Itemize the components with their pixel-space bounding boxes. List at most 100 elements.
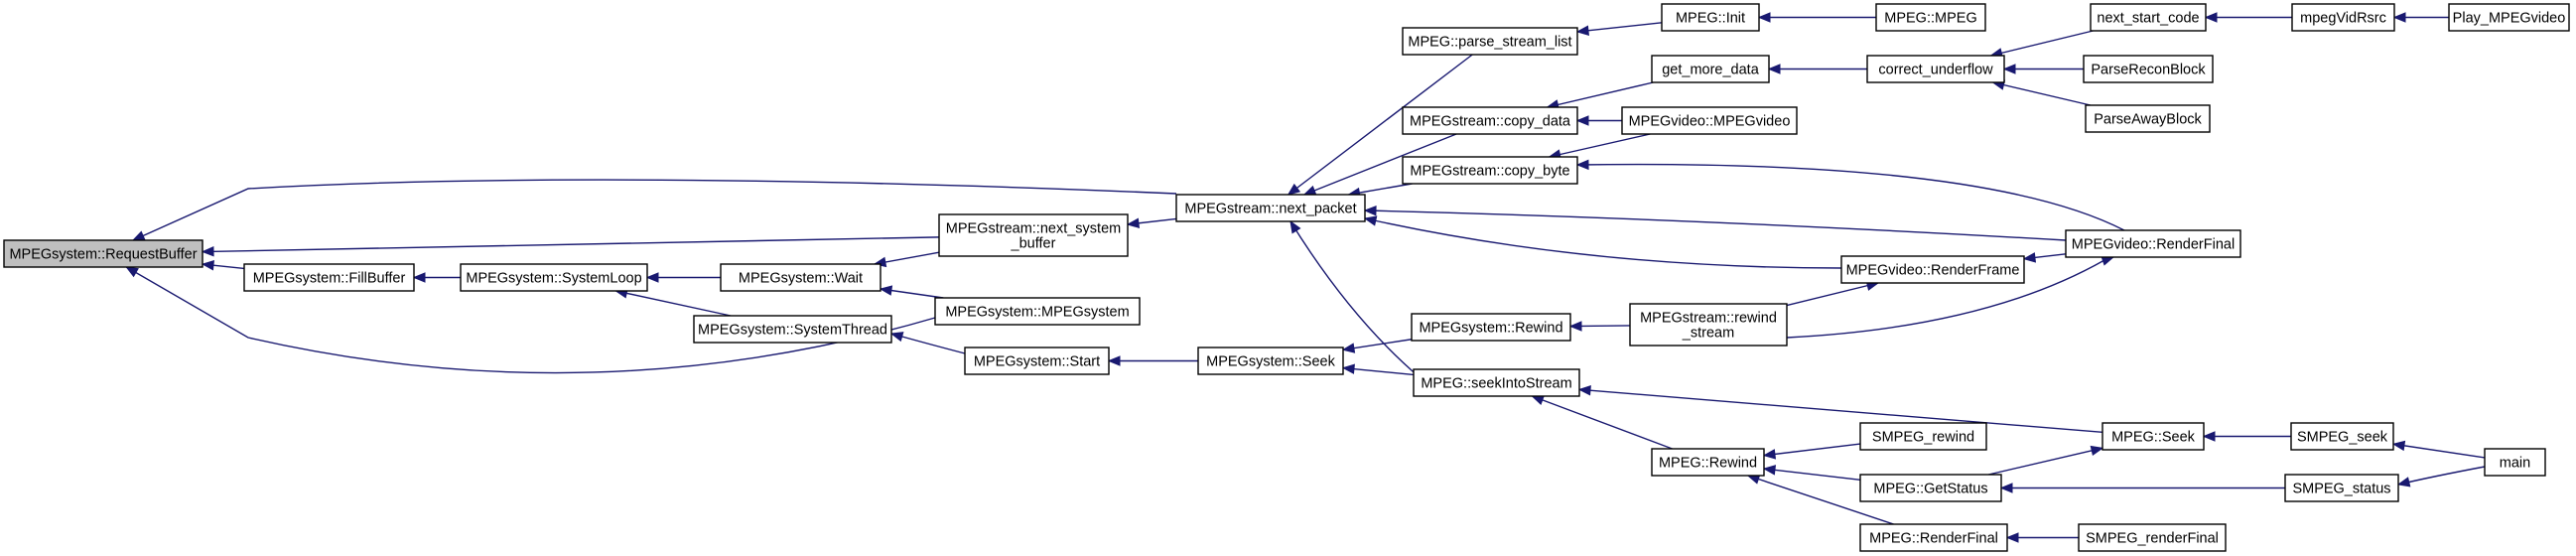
node-MPEGvideo_MPEGvideo[interactable]: MPEGvideo::MPEGvideo — [1621, 106, 1798, 135]
node-SMPEG_status[interactable]: SMPEG_status — [2284, 474, 2399, 502]
node-box[interactable] — [1402, 156, 1578, 185]
node-box[interactable] — [934, 297, 1141, 326]
node-box[interactable] — [693, 315, 892, 344]
node-MPEG_RenderFinal[interactable]: MPEG::RenderFinal — [1859, 523, 2008, 552]
node-MPEGsystem_Seek[interactable]: MPEGsystem::Seek — [1197, 347, 1344, 375]
edge-MPEGstream_next_system_buffer-to-MPEGsystem_RequestBuffer — [201, 236, 940, 257]
node-MPEG_Init[interactable]: MPEG::Init — [1661, 3, 1760, 32]
node-MPEGsystem_Start[interactable]: MPEGsystem::Start — [964, 347, 1110, 375]
node-get_more_data[interactable]: get_more_data — [1651, 55, 1770, 83]
edge-arrowhead — [2002, 64, 2016, 74]
node-ParseReconBlock[interactable]: ParseReconBlock — [2083, 55, 2214, 83]
node-box[interactable] — [1840, 255, 2025, 284]
node-MPEGstream_next_packet[interactable]: MPEGstream::next_packet — [1175, 194, 1366, 222]
node-box[interactable] — [460, 263, 648, 292]
node-MPEGsystem_Rewind[interactable]: MPEGsystem::Rewind — [1411, 313, 1571, 342]
node-ParseAwayBlock[interactable]: ParseAwayBlock — [2085, 104, 2211, 133]
node-box[interactable] — [2290, 422, 2394, 451]
node-MPEGvideo_RenderFrame[interactable]: MPEGvideo::RenderFrame — [1840, 255, 2025, 284]
node-MPEGvideo_RenderFinal[interactable]: MPEGvideo::RenderFinal — [2065, 229, 2241, 258]
node-MPEGsystem_RequestBuffer[interactable]: MPEGsystem::RequestBuffer — [3, 239, 203, 268]
node-MPEGstream_next_system_buffer[interactable]: MPEGstream::next_system_buffer — [938, 213, 1129, 257]
node-SMPEG_seek[interactable]: SMPEG_seek — [2290, 422, 2394, 451]
edge-MPEG_Seek-to-MPEG_seekIntoStream — [1577, 385, 2103, 434]
node-box[interactable] — [1411, 313, 1571, 342]
node-label: MPEGsystem::RequestBuffer — [9, 247, 197, 263]
node-MPEGstream_copy_byte[interactable]: MPEGstream::copy_byte — [1402, 156, 1578, 185]
node-box[interactable] — [1175, 194, 1366, 222]
node-box[interactable] — [2284, 474, 2399, 502]
edge-arrowhead — [2090, 445, 2104, 457]
node-label: ParseReconBlock — [2091, 63, 2206, 78]
node-MPEG_MPEG[interactable]: MPEG::MPEG — [1875, 3, 1986, 32]
node-MPEGsystem_SystemLoop[interactable]: MPEGsystem::SystemLoop — [460, 263, 648, 292]
node-box[interactable] — [938, 213, 1129, 257]
node-box[interactable] — [1651, 448, 1765, 477]
node-main[interactable]: main — [2484, 448, 2546, 477]
edge-MPEGstream_rewind_stream-to-MPEGvideo_RenderFrame — [1786, 280, 1880, 307]
node-MPEG_Rewind[interactable]: MPEG::Rewind — [1651, 448, 1765, 477]
edge-arrowhead — [2204, 12, 2218, 23]
node-box[interactable] — [720, 263, 881, 292]
edge-line — [1364, 209, 2067, 241]
node-box[interactable] — [1859, 474, 2002, 502]
node-label: MPEGvideo::RenderFinal — [2072, 237, 2235, 253]
edge-MPEGvideo_RenderFinal-to-MPEGstream_copy_byte — [1575, 159, 2125, 231]
node-box[interactable] — [1621, 106, 1798, 135]
edge-arrowhead — [1757, 12, 1771, 23]
edge-main-to-SMPEG_status — [2396, 466, 2486, 487]
node-MPEGstream_copy_data[interactable]: MPEGstream::copy_data — [1402, 106, 1578, 135]
node-label: get_more_data — [1662, 63, 1759, 78]
node-MPEGstream_rewind_stream[interactable]: MPEGstream::rewind_stream — [1629, 303, 1788, 347]
node-MPEGsystem_MPEGsystem[interactable]: MPEGsystem::MPEGsystem — [934, 297, 1141, 326]
edge-MPEGstream_next_packet-to-MPEGstream_next_system_buffer — [1126, 217, 1177, 228]
node-box[interactable] — [1661, 3, 1760, 32]
node-box[interactable] — [1413, 368, 1580, 397]
edge-correct_underflow-to-get_more_data — [1767, 64, 1867, 74]
node-box[interactable] — [1875, 3, 1986, 32]
node-label: MPEG::GetStatus — [1873, 482, 1987, 497]
node-box[interactable] — [2085, 104, 2211, 133]
node-box[interactable] — [2484, 448, 2546, 477]
node-SMPEG_rewind[interactable]: SMPEG_rewind — [1859, 422, 1987, 451]
edge-line — [1288, 54, 1473, 196]
node-box[interactable] — [243, 263, 415, 292]
node-SMPEG_renderFinal[interactable]: SMPEG_renderFinal — [2078, 523, 2227, 552]
node-MPEGsystem_SystemThread[interactable]: MPEGsystem::SystemThread — [693, 315, 892, 344]
edge-SMPEG_rewind-to-MPEG_Rewind — [1762, 443, 1861, 460]
node-box[interactable] — [2065, 229, 2241, 258]
node-box[interactable] — [2090, 3, 2207, 32]
node-box[interactable] — [964, 347, 1110, 375]
node-MPEGsystem_FillBuffer[interactable]: MPEGsystem::FillBuffer — [243, 263, 415, 292]
node-box[interactable] — [1859, 422, 1987, 451]
edge-line — [1576, 22, 1663, 33]
node-box[interactable] — [1859, 523, 2008, 552]
node-box[interactable] — [2083, 55, 2214, 83]
node-Play_MPEGvideo[interactable]: Play_MPEGvideo — [2448, 3, 2570, 32]
node-label: MPEG::Init — [1676, 11, 1745, 27]
node-box[interactable] — [2448, 3, 2570, 32]
node-box[interactable] — [1402, 27, 1578, 56]
node-box[interactable] — [1197, 347, 1344, 375]
node-correct_underflow[interactable]: correct_underflow — [1866, 55, 2005, 83]
node-MPEGsystem_Wait[interactable]: MPEGsystem::Wait — [720, 263, 881, 292]
node-box[interactable] — [1402, 106, 1578, 135]
node-box[interactable] — [2078, 523, 2227, 552]
node-mpegVidRsrc[interactable]: mpegVidRsrc — [2291, 3, 2395, 32]
node-next_start_code[interactable]: next_start_code — [2090, 3, 2207, 32]
node-box[interactable] — [2101, 422, 2205, 451]
edge-MPEGvideo_RenderFrame-to-MPEGstream_next_packet — [1363, 215, 1842, 269]
node-MPEG_seekIntoStream[interactable]: MPEG::seekIntoStream — [1413, 368, 1580, 397]
node-box[interactable] — [1629, 303, 1788, 347]
node-label: MPEGvideo::MPEGvideo — [1629, 114, 1791, 130]
node-box[interactable] — [1651, 55, 1770, 83]
node-label: MPEGsystem::Start — [974, 354, 1100, 370]
node-MPEG_parse_stream_list[interactable]: MPEG::parse_stream_list — [1402, 27, 1578, 56]
edge-arrowhead — [201, 246, 214, 257]
edge-next_start_code-to-correct_underflow — [1989, 30, 2094, 59]
node-box[interactable] — [1866, 55, 2005, 83]
node-box[interactable] — [2291, 3, 2395, 32]
node-box[interactable] — [3, 239, 203, 268]
node-MPEG_Seek[interactable]: MPEG::Seek — [2101, 422, 2205, 451]
node-MPEG_GetStatus[interactable]: MPEG::GetStatus — [1859, 474, 2002, 502]
